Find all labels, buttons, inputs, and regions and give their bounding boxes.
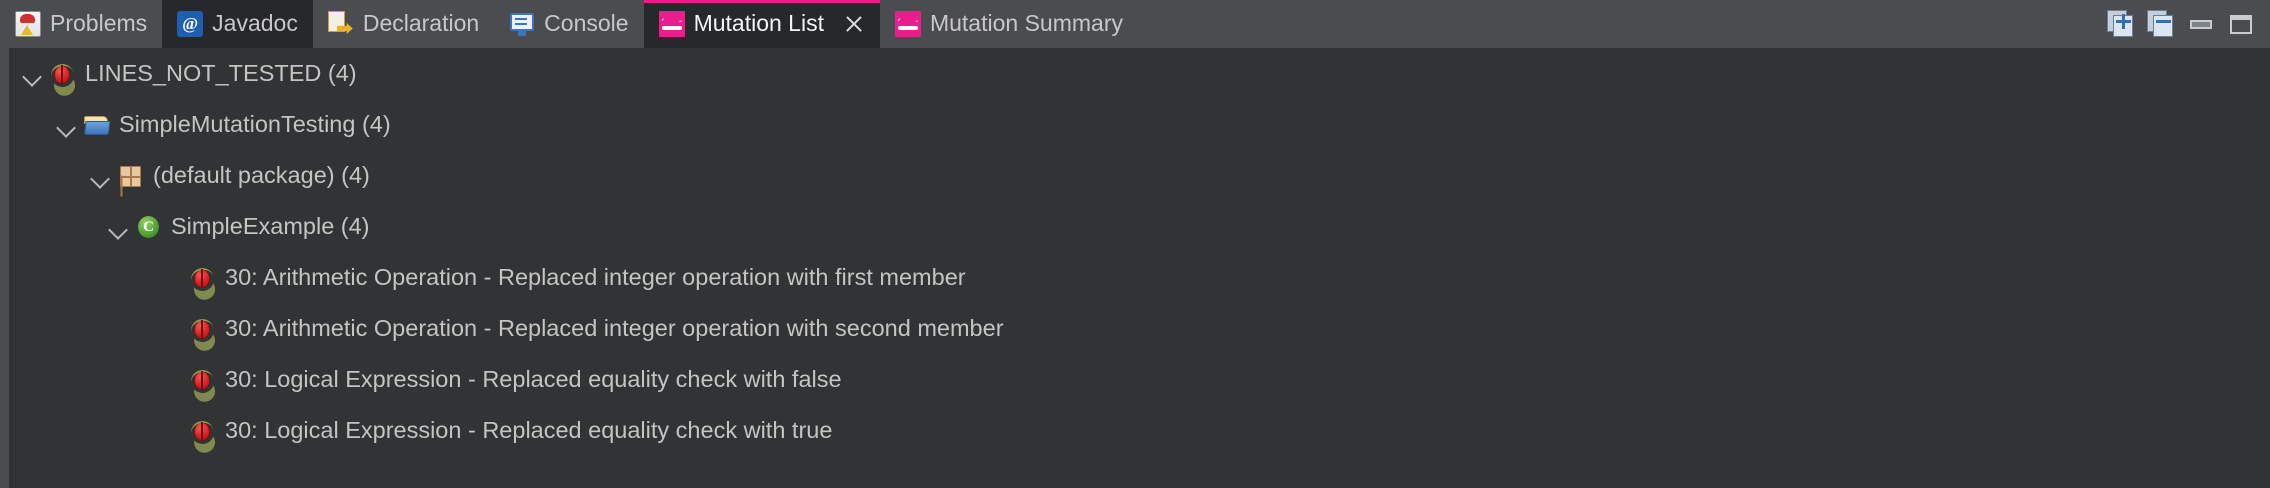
mutation-icon <box>658 11 685 37</box>
bug-icon <box>188 265 217 294</box>
tab-javadoc-label: Javadoc <box>212 9 298 36</box>
tab-declaration-label: Declaration <box>362 9 480 36</box>
twisty-placeholder <box>155 313 189 347</box>
tree-row-mutation[interactable]: 30: Arithmetic Operation - Replaced inte… <box>9 253 2270 304</box>
collapse-all-icon[interactable] <box>2144 7 2178 41</box>
console-icon <box>509 11 535 37</box>
package-icon <box>117 163 144 190</box>
tab-mutation-list[interactable]: Mutation List <box>643 0 881 48</box>
tree-row-package[interactable]: (default package) (4) <box>9 151 2270 202</box>
bug-icon <box>188 418 217 447</box>
bug-icon <box>188 316 217 345</box>
stack-front <box>2153 15 2173 37</box>
mutation-tree-panel: LINES_NOT_TESTED (4) SimpleMutationTesti… <box>0 48 2270 488</box>
tree-row-label: LINES_NOT_TESTED (4) <box>85 60 357 86</box>
twisty-placeholder <box>155 262 189 296</box>
tab-declaration[interactable]: Declaration <box>313 0 494 48</box>
view-toolbar <box>2104 0 2270 48</box>
plus-vertical <box>2122 14 2125 29</box>
tab-console-label: Console <box>544 9 629 36</box>
tree-row-label: 30: Arithmetic Operation - Replaced inte… <box>225 264 966 290</box>
left-gutter <box>0 48 9 488</box>
javadoc-icon: @ <box>177 11 204 37</box>
expand-all-icon[interactable] <box>2104 7 2138 41</box>
tree-row-project[interactable]: SimpleMutationTesting (4) <box>9 100 2270 151</box>
tab-problems[interactable]: Problems <box>0 0 162 48</box>
twisty-placeholder <box>155 415 189 449</box>
tree-row-label: 30: Logical Expression - Replaced equali… <box>225 417 833 443</box>
chevron-down-icon[interactable] <box>49 109 83 143</box>
tree-row-label: SimpleExample (4) <box>171 213 370 239</box>
tree-row-mutation[interactable]: 30: Logical Expression - Replaced equali… <box>9 406 2270 457</box>
mutation-tree[interactable]: LINES_NOT_TESTED (4) SimpleMutationTesti… <box>9 48 2270 488</box>
minimize-icon[interactable] <box>2184 7 2218 41</box>
mutation-icon <box>894 11 921 37</box>
tree-row-label: SimpleMutationTesting (4) <box>119 111 391 137</box>
twisty-placeholder <box>155 364 189 398</box>
chevron-down-icon[interactable] <box>15 58 49 92</box>
maximize-icon[interactable] <box>2224 7 2258 41</box>
view-tab-bar: Problems @ Javadoc Declaration Console M… <box>0 0 2270 48</box>
class-icon: C <box>135 214 162 241</box>
tree-row-class[interactable]: C SimpleExample (4) <box>9 202 2270 253</box>
tab-strip: Problems @ Javadoc Declaration Console M… <box>0 0 1138 48</box>
tab-mutation-summary-label: Mutation Summary <box>929 9 1123 36</box>
declaration-icon <box>327 11 354 37</box>
bug-icon <box>48 61 77 90</box>
close-icon[interactable] <box>843 13 865 35</box>
bug-icon <box>188 367 217 396</box>
tab-mutation-summary[interactable]: Mutation Summary <box>880 0 1138 48</box>
tab-javadoc[interactable]: @ Javadoc <box>162 0 313 48</box>
tab-problems-label: Problems <box>50 9 148 36</box>
tab-console[interactable]: Console <box>494 0 643 48</box>
tree-row-label: 30: Arithmetic Operation - Replaced inte… <box>225 315 1004 341</box>
minus-horizontal <box>2156 20 2171 23</box>
tree-row-lines-not-tested[interactable]: LINES_NOT_TESTED (4) <box>9 49 2270 100</box>
tab-mutation-list-label: Mutation List <box>693 9 824 36</box>
problems-icon <box>15 11 41 37</box>
tree-row-mutation[interactable]: 30: Logical Expression - Replaced equali… <box>9 355 2270 406</box>
tree-row-label: (default package) (4) <box>153 162 370 188</box>
chevron-down-icon[interactable] <box>83 160 117 194</box>
chevron-down-icon[interactable] <box>101 211 135 245</box>
tree-row-mutation[interactable]: 30: Arithmetic Operation - Replaced inte… <box>9 304 2270 355</box>
tree-row-label: 30: Logical Expression - Replaced equali… <box>225 366 842 392</box>
project-folder-icon <box>83 112 110 139</box>
